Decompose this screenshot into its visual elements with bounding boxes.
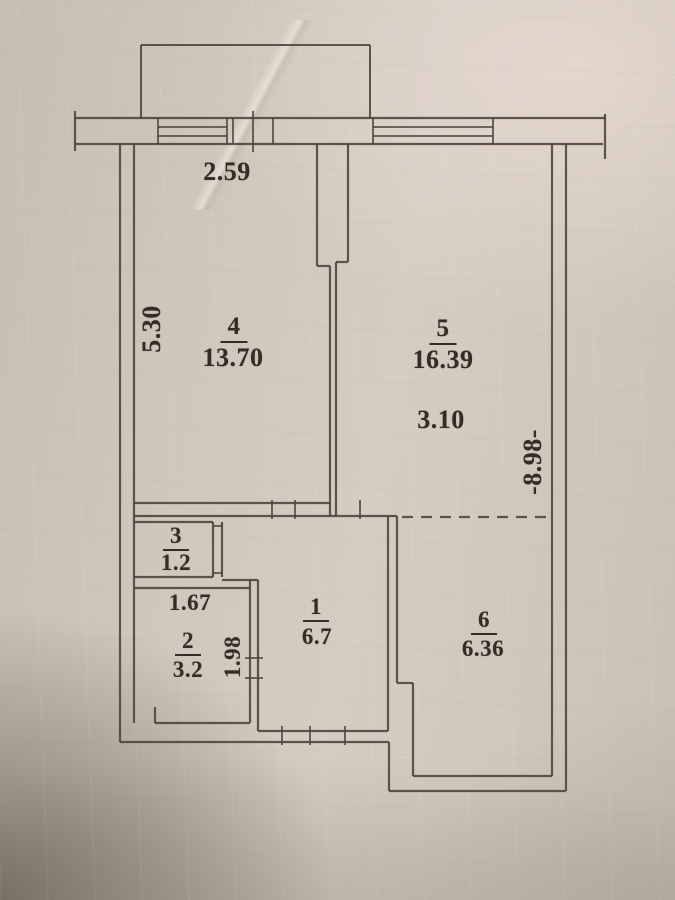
room-6-number: 6: [471, 607, 497, 635]
dim-room2-width: 1.67: [168, 590, 212, 615]
dim-room5-width: 3.10: [417, 405, 465, 434]
room-1-number: 1: [303, 594, 329, 622]
room-2-number: 2: [175, 628, 201, 656]
room-6-area-label: 6.36: [461, 636, 505, 661]
dim-right-side-height: -8.98-: [518, 429, 547, 495]
room-3-number: 3: [163, 523, 189, 551]
room-4-area-label: 13.70: [202, 343, 264, 372]
room-3-number-label: 3: [163, 523, 189, 551]
room-6-number-label: 6: [471, 607, 497, 635]
interior-walls: [134, 144, 552, 778]
room-5-number: 5: [429, 315, 457, 345]
wall-ticks: [213, 500, 361, 745]
room-2-number-label: 2: [175, 628, 201, 656]
dim-balcony-width: 2.59: [203, 157, 251, 186]
room-5-number-label: 5: [429, 315, 457, 345]
room-5-area-label: 16.39: [412, 345, 474, 374]
room-1-area-label: 6.7: [301, 624, 333, 649]
room-3-area-label: 1.2: [160, 550, 192, 575]
balcony-outline: [140, 44, 371, 118]
room-4-number: 4: [220, 313, 248, 343]
outer-walls: [73, 111, 607, 793]
dim-room4-height: 5.30: [137, 305, 166, 353]
room-2-area-label: 3.2: [172, 657, 204, 682]
dim-room2-height: 1.98: [220, 635, 245, 679]
windows: [157, 111, 494, 152]
room-1-number-label: 1: [303, 594, 329, 622]
room-4-number-label: 4: [220, 313, 248, 343]
